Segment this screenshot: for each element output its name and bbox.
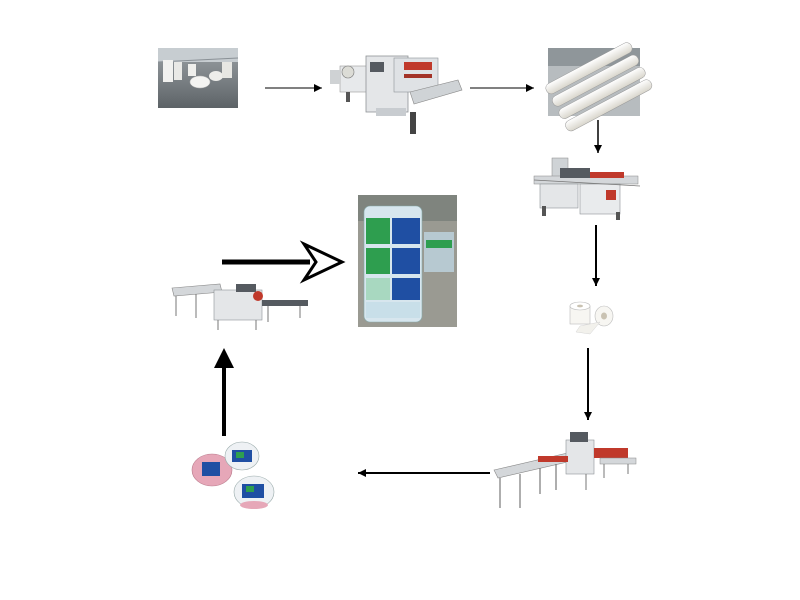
rewinding-machine-icon [330,55,463,134]
flow-arrows [214,84,602,477]
toilet-roll-icon [569,301,614,335]
arrow-bundler-to-bundles [222,240,346,284]
single-packing-machine-icon [493,432,637,508]
log-saw-machine-icon [533,157,641,220]
warehouse-photo-icon [157,48,239,108]
bundle-packing-machine-icon [171,283,308,330]
packed-bundle-photo-icon [358,195,457,327]
paper-log-rolls-icon [545,42,653,132]
arrow-wrapped-to-bundler [214,348,234,436]
wrapped-rolls-icon [191,441,275,509]
